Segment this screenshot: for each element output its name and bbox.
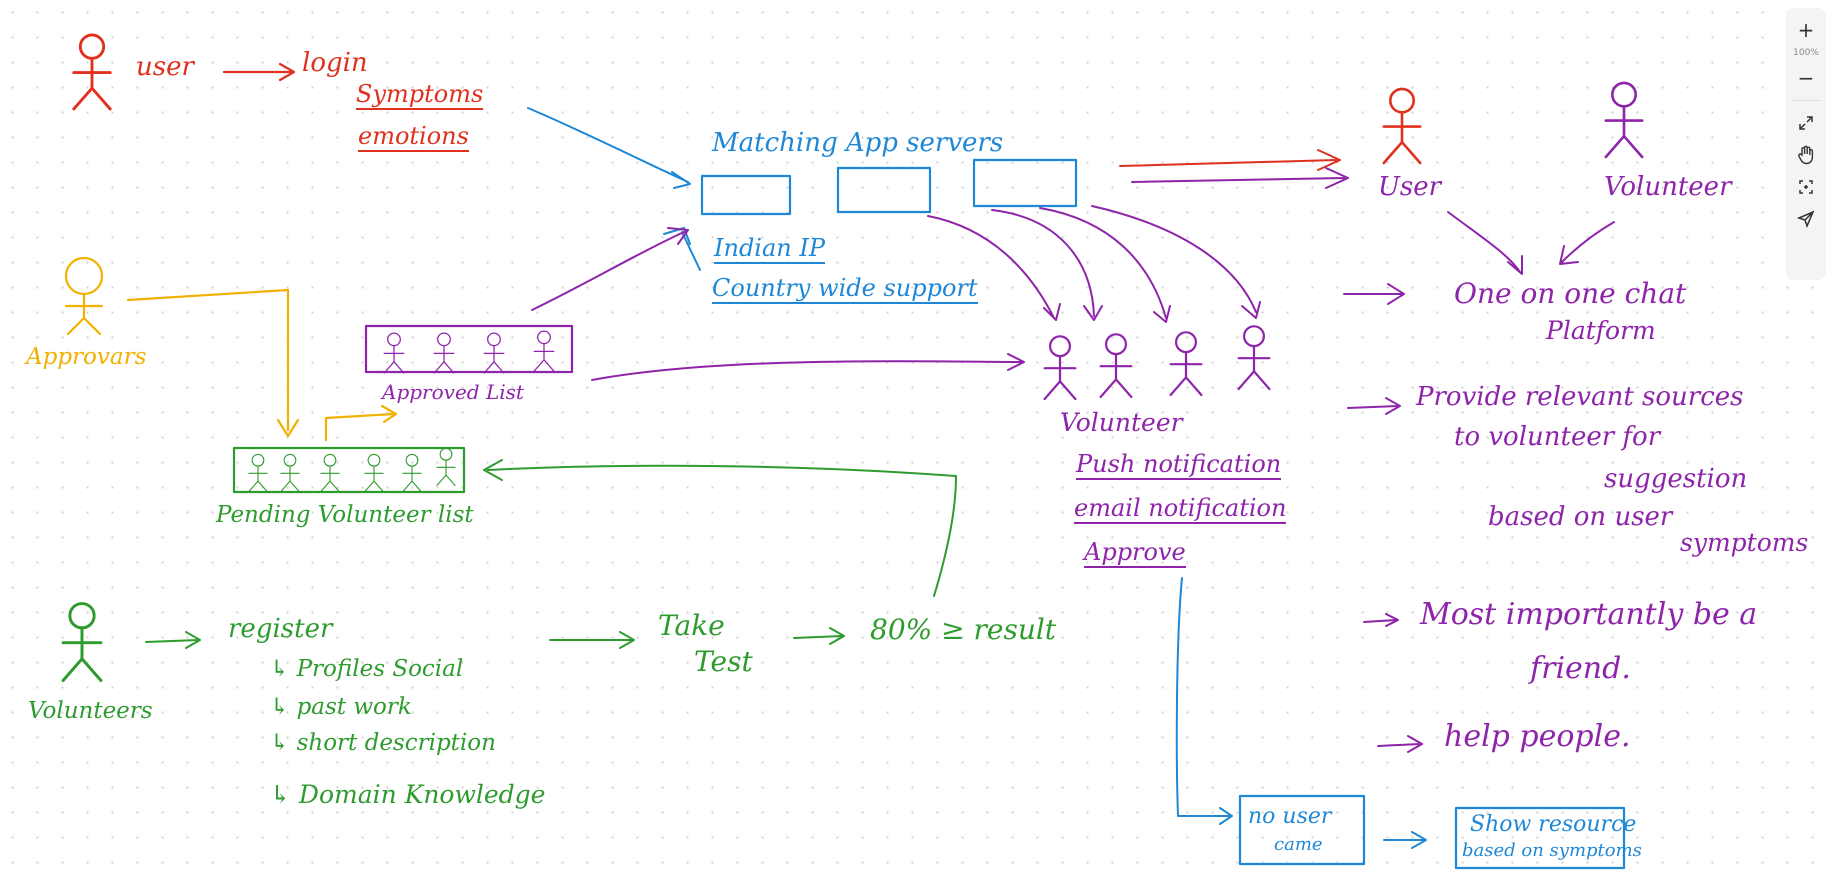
result-to-pending-arrow: [483, 459, 957, 597]
take-test-label: Take: [658, 609, 725, 642]
no-user-label: no user: [1248, 804, 1332, 829]
approvers-to-pending-arrow: [126, 288, 300, 438]
friend-label-1: Most importantly be a: [1420, 597, 1758, 632]
email-notification-label: email notification: [1074, 494, 1287, 524]
domain-label: ↳ Domain Knowledge: [270, 780, 546, 809]
approvers-figure: [64, 256, 104, 336]
user-to-chat-arrow: [1447, 211, 1523, 275]
volunteer-group-label: Volunteer: [1060, 408, 1183, 437]
symptoms-to-server-arrow: [527, 107, 691, 189]
zoom-out-button[interactable]: −: [1797, 66, 1815, 90]
bullet-arrows: [1343, 283, 1423, 753]
approved-figures: [383, 330, 555, 374]
user-figure: [72, 33, 112, 111]
register-label: register: [228, 614, 333, 644]
right-figures: [1382, 81, 1644, 165]
push-notification-label: Push notification: [1076, 450, 1282, 480]
approved-to-volunteers-arrow: [591, 353, 1025, 381]
fullscreen-button[interactable]: [1790, 109, 1822, 137]
short-desc-label: ↳ short description: [270, 730, 496, 756]
provide-label-2: to volunteer for: [1454, 422, 1661, 452]
show-resources-label-2: based on symptoms: [1462, 840, 1642, 861]
server-to-user-arrow-red: [1119, 149, 1341, 171]
countrywide-label: Country wide support: [712, 274, 978, 304]
login-label: login: [302, 48, 368, 78]
volunteer-to-chat-arrow: [1559, 221, 1615, 265]
toolbar-divider: [1792, 100, 1820, 101]
volunteer-figures: [1043, 325, 1271, 401]
login-arrow: [222, 62, 296, 82]
send-arrow-icon: [1797, 210, 1815, 228]
fit-view-button[interactable]: [1790, 173, 1822, 201]
approved-list-box: [364, 324, 574, 374]
provide-label-5: symptoms: [1680, 528, 1809, 557]
chat-label: One on one chat: [1454, 277, 1687, 310]
provide-label-3: suggestion: [1604, 464, 1748, 494]
pointer-button[interactable]: [1790, 205, 1822, 233]
hand-icon: [1798, 145, 1814, 165]
server-boxes: [700, 158, 1078, 216]
no-user-label-2: came: [1274, 834, 1323, 855]
symptoms-label: Symptoms: [356, 80, 484, 110]
no-user-arrow: [1175, 577, 1233, 825]
volunteers-label: Volunteers: [28, 698, 153, 724]
volunteers-figure: [61, 602, 103, 682]
approvers-label: Approvars: [26, 344, 147, 370]
approved-list-label: Approved List: [382, 380, 524, 404]
fit-icon: [1799, 180, 1813, 194]
server-to-user-arrow-purple: [1131, 167, 1349, 189]
show-resources-box: [1454, 806, 1626, 870]
approved-to-servers-arrow: [531, 227, 689, 311]
zoom-level: 100%: [1793, 48, 1819, 58]
right-user-label: User: [1378, 172, 1442, 202]
past-work-label: ↳ past work: [270, 694, 412, 720]
ip-to-server-arrow: [663, 227, 701, 271]
canvas-toolbar: + 100% −: [1786, 8, 1826, 280]
indian-ip-label: Indian IP: [714, 234, 825, 264]
pending-list-box: [232, 446, 466, 494]
result-label: 80% ≥ result: [870, 613, 1057, 646]
zoom-in-button[interactable]: +: [1797, 18, 1815, 42]
pan-button[interactable]: [1790, 141, 1822, 169]
pending-to-approved-arrow: [324, 404, 398, 442]
pending-list-label: Pending Volunteer list: [216, 502, 474, 528]
provide-label-1: Provide relevant sources: [1416, 382, 1744, 412]
expand-icon: [1799, 116, 1813, 130]
take-test-label-2: Test: [694, 645, 753, 678]
right-volunteer-label: Volunteer: [1604, 172, 1732, 202]
help-label: help people.: [1444, 719, 1631, 754]
no-user-box: [1238, 794, 1366, 866]
pending-figures: [248, 447, 456, 493]
approve-label: Approve: [1084, 538, 1186, 568]
servers-label: Matching App servers: [712, 128, 1004, 158]
profiles-label: ↳ Profiles Social: [270, 656, 464, 682]
provide-label-4: based on user: [1488, 502, 1673, 532]
show-resources-label: Show resource: [1470, 812, 1637, 837]
friend-label-2: friend.: [1530, 651, 1631, 686]
chat-label-2: Platform: [1546, 316, 1656, 345]
server-to-volunteer-arrows: [927, 205, 1261, 323]
emotions-label: emotions: [358, 122, 469, 152]
user-label: user: [136, 52, 194, 82]
show-resources-arrow: [1383, 831, 1427, 849]
green-arrows: [145, 627, 845, 649]
